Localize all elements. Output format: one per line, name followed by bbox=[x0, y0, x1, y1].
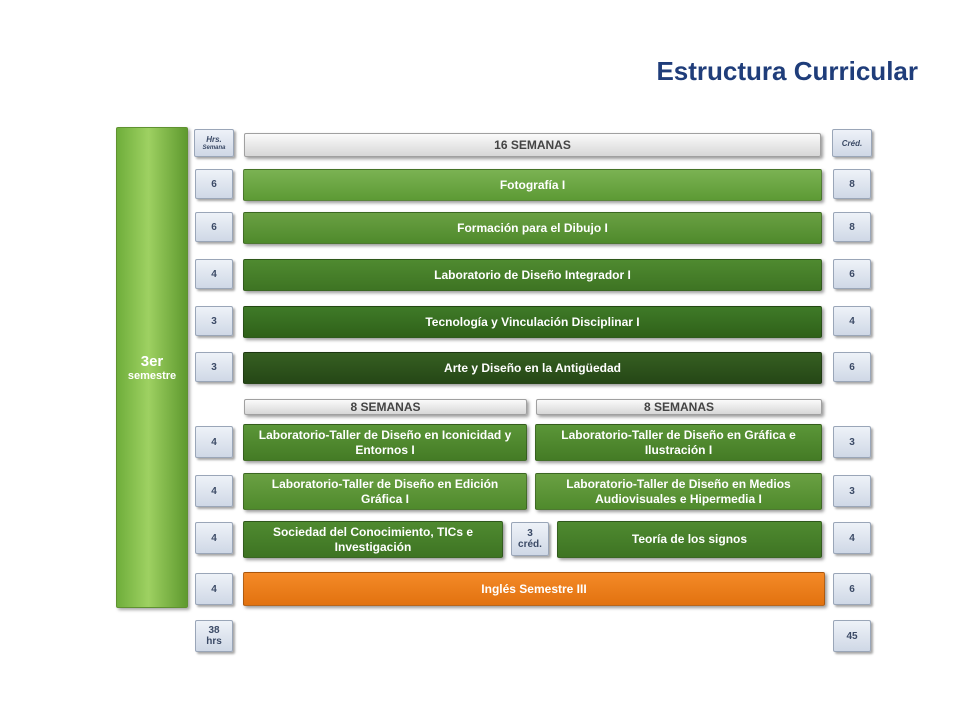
mid-credits-value: 3 bbox=[527, 528, 533, 539]
course-bar-8-right: Teoría de los signos bbox=[557, 521, 822, 558]
hours-cell-8: 4 bbox=[195, 522, 233, 554]
hours-cell-6: 4 bbox=[195, 426, 233, 458]
credits-cell-1: 8 bbox=[833, 169, 871, 199]
credits-cell-6: 3 bbox=[833, 426, 871, 458]
total-hours-unit: hrs bbox=[206, 636, 222, 647]
hours-cell-2: 6 bbox=[195, 212, 233, 242]
course-bar-7-left: Laboratorio-Taller de Diseño en Edición … bbox=[243, 473, 527, 510]
weeks-8-header-right: 8 SEMANAS bbox=[536, 399, 822, 415]
total-hours: 38 hrs bbox=[195, 620, 233, 652]
course-bar-4: Tecnología y Vinculación Disciplinar I bbox=[243, 306, 822, 338]
semester-word: semestre bbox=[127, 370, 177, 382]
hours-header-line1: Hrs. bbox=[206, 135, 222, 144]
course-bar-english: Inglés Semestre III bbox=[243, 572, 825, 606]
credits-cell-7: 3 bbox=[833, 475, 871, 507]
semester-number: 3er bbox=[140, 353, 164, 370]
credits-cell-2: 8 bbox=[833, 212, 871, 242]
credits-cell-9: 6 bbox=[833, 573, 871, 605]
hours-header-line2: Semana bbox=[202, 145, 226, 151]
course-bar-6-left: Laboratorio-Taller de Diseño en Iconicid… bbox=[243, 424, 527, 461]
weeks-16-header: 16 SEMANAS bbox=[244, 133, 821, 157]
course-bar-8-left: Sociedad del Conocimiento, TICs e Invest… bbox=[243, 521, 503, 558]
hours-header: Hrs. Semana bbox=[194, 129, 234, 157]
course-bar-7-right: Laboratorio-Taller de Diseño en Medios A… bbox=[535, 473, 822, 510]
credits-cell-8: 4 bbox=[833, 522, 871, 554]
weeks-8-header-left: 8 SEMANAS bbox=[244, 399, 527, 415]
credits-cell-3: 6 bbox=[833, 259, 871, 289]
credits-header: Créd. bbox=[832, 129, 872, 157]
hours-cell-4: 3 bbox=[195, 306, 233, 336]
total-hours-value: 38 bbox=[208, 625, 220, 636]
credits-cell-4: 4 bbox=[833, 306, 871, 336]
hours-cell-9: 4 bbox=[195, 573, 233, 605]
course-bar-6-right: Laboratorio-Taller de Diseño en Gráfica … bbox=[535, 424, 822, 461]
course-bar-1: Fotografía I bbox=[243, 169, 822, 201]
credits-cell-5: 6 bbox=[833, 352, 871, 382]
course-bar-5: Arte y Diseño en la Antigüedad bbox=[243, 352, 822, 384]
hours-cell-3: 4 bbox=[195, 259, 233, 289]
page-title: Estructura Curricular bbox=[656, 56, 918, 86]
mid-credits-cell: 3 créd. bbox=[511, 522, 549, 556]
mid-credits-unit: créd. bbox=[518, 539, 542, 550]
course-bar-2: Formación para el Dibujo I bbox=[243, 212, 822, 244]
hours-cell-7: 4 bbox=[195, 475, 233, 507]
course-bar-3: Laboratorio de Diseño Integrador I bbox=[243, 259, 822, 291]
hours-cell-1: 6 bbox=[195, 169, 233, 199]
semester-label: 3er semestre bbox=[116, 127, 188, 608]
hours-cell-5: 3 bbox=[195, 352, 233, 382]
total-credits: 45 bbox=[833, 620, 871, 652]
